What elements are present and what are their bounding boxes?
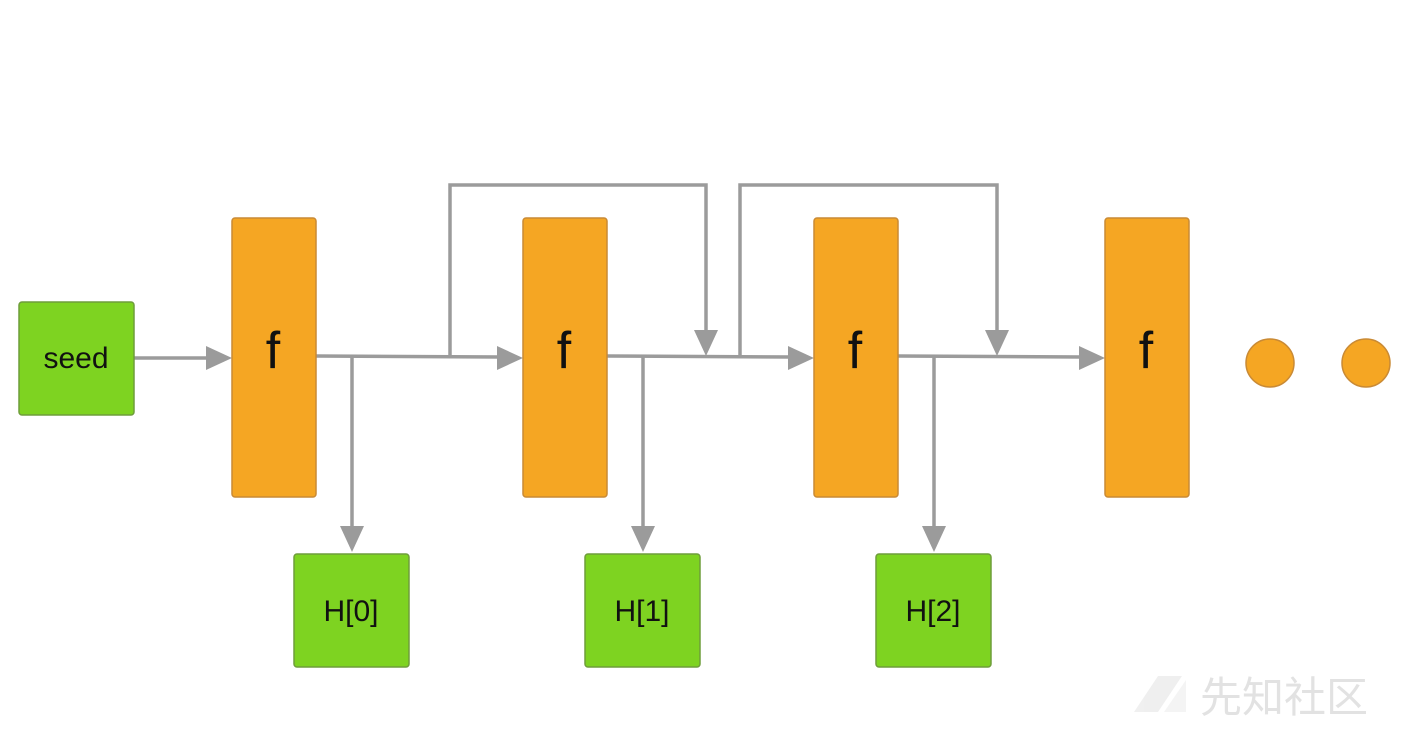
watermark-logo-icon	[1134, 676, 1186, 712]
seed-node: seed	[18, 301, 135, 416]
arrowhead-loop-1	[694, 330, 718, 356]
function-label: f	[1139, 322, 1154, 380]
function-box	[813, 217, 899, 498]
output-box	[875, 553, 992, 668]
function-box	[231, 217, 317, 498]
ellipsis-dot	[1245, 338, 1295, 388]
arrowhead-f1-input	[206, 346, 232, 370]
arrowhead-h2	[922, 526, 946, 552]
output-node-h2: H[2]	[875, 553, 992, 668]
feedback-loop-1	[448, 183, 708, 357]
ellipsis-dot	[1341, 338, 1391, 388]
arrowhead-h0	[340, 526, 364, 552]
function-label: f	[266, 322, 281, 380]
output-label: H[0]	[323, 595, 378, 628]
arrowhead-h1	[631, 526, 655, 552]
function-box	[1104, 217, 1190, 498]
function-block-3: f	[813, 217, 899, 498]
output-box	[293, 553, 410, 668]
seed-box	[18, 301, 135, 416]
output-node-h1: H[1]	[584, 553, 701, 668]
continuation-ellipsis	[1245, 338, 1391, 388]
feedback-loop-2	[738, 183, 999, 357]
seed-label: seed	[43, 342, 108, 375]
output-node-h0: H[0]	[293, 553, 410, 668]
edge-f2-to-f3	[606, 354, 791, 359]
arrowhead-f4-input	[1079, 346, 1105, 370]
connectors	[134, 183, 1105, 552]
arrowhead-f3-input	[788, 346, 814, 370]
output-label: H[2]	[905, 595, 960, 628]
output-box	[584, 553, 701, 668]
arrowhead-f2-input	[497, 346, 523, 370]
function-block-2: f	[522, 217, 608, 498]
function-label: f	[557, 322, 572, 380]
edge-f1-to-f2	[315, 354, 500, 359]
arrowhead-loop-2	[985, 330, 1009, 356]
edge-f3-to-f4	[897, 354, 1082, 359]
function-block-4: f	[1104, 217, 1190, 498]
function-label: f	[848, 322, 863, 380]
function-box	[522, 217, 608, 498]
watermark-text: 先知社区	[1200, 673, 1368, 722]
function-block-1: f	[231, 217, 317, 498]
output-label: H[1]	[614, 595, 669, 628]
watermark: 先知社区	[1134, 673, 1368, 722]
